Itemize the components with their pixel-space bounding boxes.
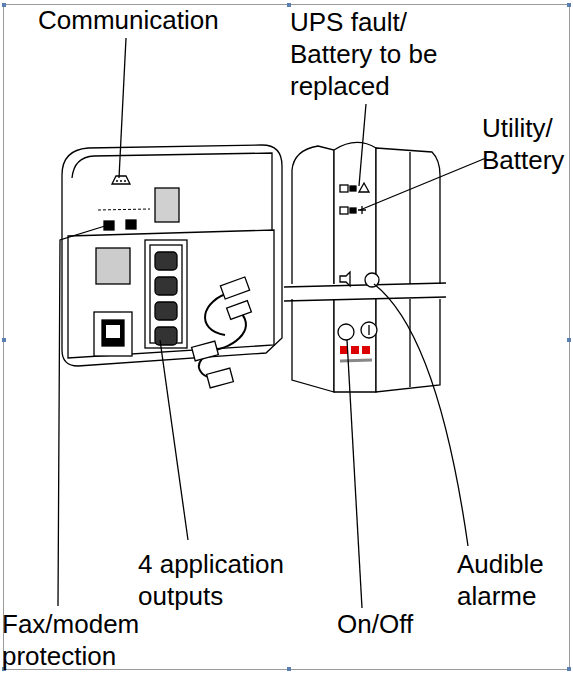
break-band — [284, 284, 446, 299]
indicator — [351, 346, 359, 354]
callout-label: Utility/ Battery — [482, 112, 572, 176]
ups-rear-view — [62, 145, 282, 388]
utility-led — [350, 208, 356, 213]
outlet — [155, 302, 177, 320]
alarm-button — [365, 273, 379, 287]
outlet — [155, 252, 177, 270]
indicator — [362, 346, 370, 354]
frame-handle — [287, 667, 291, 671]
selection-frame — [2, 3, 571, 671]
tower-edge — [409, 152, 410, 387]
break-line — [284, 283, 446, 287]
rear-panel — [68, 230, 274, 358]
frame-handle — [567, 338, 571, 342]
frame-handle — [567, 3, 571, 7]
button-mark — [368, 325, 369, 335]
label-plate — [155, 188, 179, 222]
cable-plug — [207, 368, 234, 388]
leader-line — [347, 340, 362, 608]
callout-label: Communication — [38, 4, 268, 36]
panel-marking — [98, 209, 150, 210]
modem-jack — [104, 221, 114, 230]
panel-marking — [340, 360, 372, 361]
frame-handle — [567, 667, 571, 671]
leader-line — [374, 284, 468, 546]
fault-icon — [340, 185, 348, 192]
label-plate — [96, 248, 130, 284]
port-pins — [116, 180, 126, 181]
inlet-socket — [102, 320, 124, 346]
callout-label: 4 application outputs — [138, 548, 308, 612]
leader-line — [119, 38, 126, 178]
communication-port — [112, 176, 130, 184]
inlet-socket-inner — [106, 325, 120, 338]
battery-icon — [340, 207, 348, 214]
ups-body — [62, 145, 282, 366]
speaker-icon — [340, 272, 350, 286]
cable-plug — [220, 277, 249, 299]
warning-icon — [359, 183, 369, 192]
plug-icon — [358, 206, 366, 214]
callout-label: UPS fault/ Battery to be replaced — [290, 6, 455, 102]
leader-lines — [58, 38, 486, 608]
tower-side — [292, 146, 334, 392]
tower-front — [334, 142, 376, 392]
break-line — [284, 297, 446, 301]
callout-label: Fax/modem protection — [2, 608, 162, 672]
power-inlet — [94, 312, 132, 356]
leader-line — [58, 226, 105, 606]
leader-line — [360, 158, 486, 210]
cable-plug — [192, 341, 219, 361]
button — [361, 322, 377, 338]
modem-jack — [126, 220, 136, 229]
tower-right — [376, 148, 440, 392]
on-off-button — [338, 324, 354, 340]
callout-label: On/Off — [337, 608, 457, 640]
outlet — [155, 277, 177, 295]
outlet-strip — [145, 240, 187, 348]
callout-label: Audible alarme — [457, 548, 572, 612]
frame-handle — [2, 3, 6, 7]
outlet — [155, 327, 177, 345]
cable-plug — [227, 301, 252, 320]
frame-handle — [2, 338, 6, 342]
fault-led — [350, 186, 356, 191]
leader-line — [359, 104, 366, 186]
frame-handle — [287, 3, 291, 7]
leader-line — [160, 340, 188, 540]
